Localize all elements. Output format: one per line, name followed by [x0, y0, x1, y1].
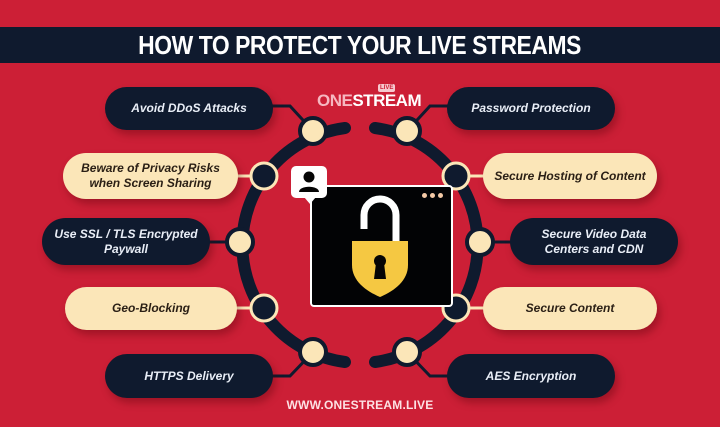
tip-avoid-ddos: Avoid DDoS Attacks	[105, 87, 273, 130]
browser-window-icon	[310, 185, 453, 307]
tip-privacy-screen-sharing: Beware of Privacy Risks when Screen Shar…	[63, 153, 238, 199]
node-cream	[298, 116, 328, 146]
tip-ssl-tls-paywall: Use SSL / TLS Encrypted Paywall	[42, 218, 210, 265]
tip-aes-encryption: AES Encryption	[447, 354, 615, 398]
logo-live-badge: LIVE	[378, 84, 396, 92]
tip-password-protection: Password Protection	[447, 87, 615, 130]
tip-label: Secure Content	[525, 301, 615, 315]
tip-label: Use SSL / TLS Encrypted Paywall	[54, 226, 198, 256]
tip-geo-blocking: Geo-Blocking	[65, 287, 237, 330]
tip-video-data-centers-cdn: Secure Video Data Centers and CDN	[510, 218, 678, 265]
website-url: WWW.ONESTREAM.LIVE	[286, 398, 434, 412]
tip-label: Avoid DDoS Attacks	[131, 101, 247, 115]
tip-secure-content: Secure Content	[483, 287, 657, 330]
window-dots-icon	[422, 193, 443, 198]
node-cream	[392, 337, 422, 367]
user-profile-icon	[291, 166, 327, 204]
node-dark	[249, 161, 279, 191]
user-silhouette-icon	[299, 171, 319, 192]
tip-secure-hosting: Secure Hosting of Content	[483, 153, 657, 199]
open-padlock-shield-icon	[352, 195, 408, 297]
node-cream	[392, 116, 422, 146]
logo-prefix: ONE	[317, 91, 353, 110]
logo-wordmark: ONESTREAM	[317, 91, 422, 111]
tip-label: Beware of Privacy Risks when Screen Shar…	[81, 161, 220, 190]
tip-label: Geo-Blocking	[111, 301, 190, 315]
node-dark	[441, 161, 471, 191]
title-banner: HOW TO PROTECT YOUR LIVE STREAMS	[0, 27, 720, 63]
logo-suffix: STREAM	[352, 91, 422, 110]
tip-label: HTTPS Delivery	[144, 368, 234, 383]
page-title: HOW TO PROTECT YOUR LIVE STREAMS	[138, 29, 582, 60]
node-cream	[465, 227, 495, 257]
tip-label: AES Encryption	[485, 368, 577, 383]
node-cream	[225, 227, 255, 257]
node-cream	[298, 337, 328, 367]
node-dark	[249, 293, 279, 323]
tip-label: Secure Hosting of Content	[494, 168, 646, 183]
tip-https-delivery: HTTPS Delivery	[105, 354, 273, 398]
tip-label: Secure Video Data Centers and CDN	[541, 226, 647, 256]
tip-label: Password Protection	[471, 101, 591, 115]
left-nodes	[225, 116, 328, 367]
